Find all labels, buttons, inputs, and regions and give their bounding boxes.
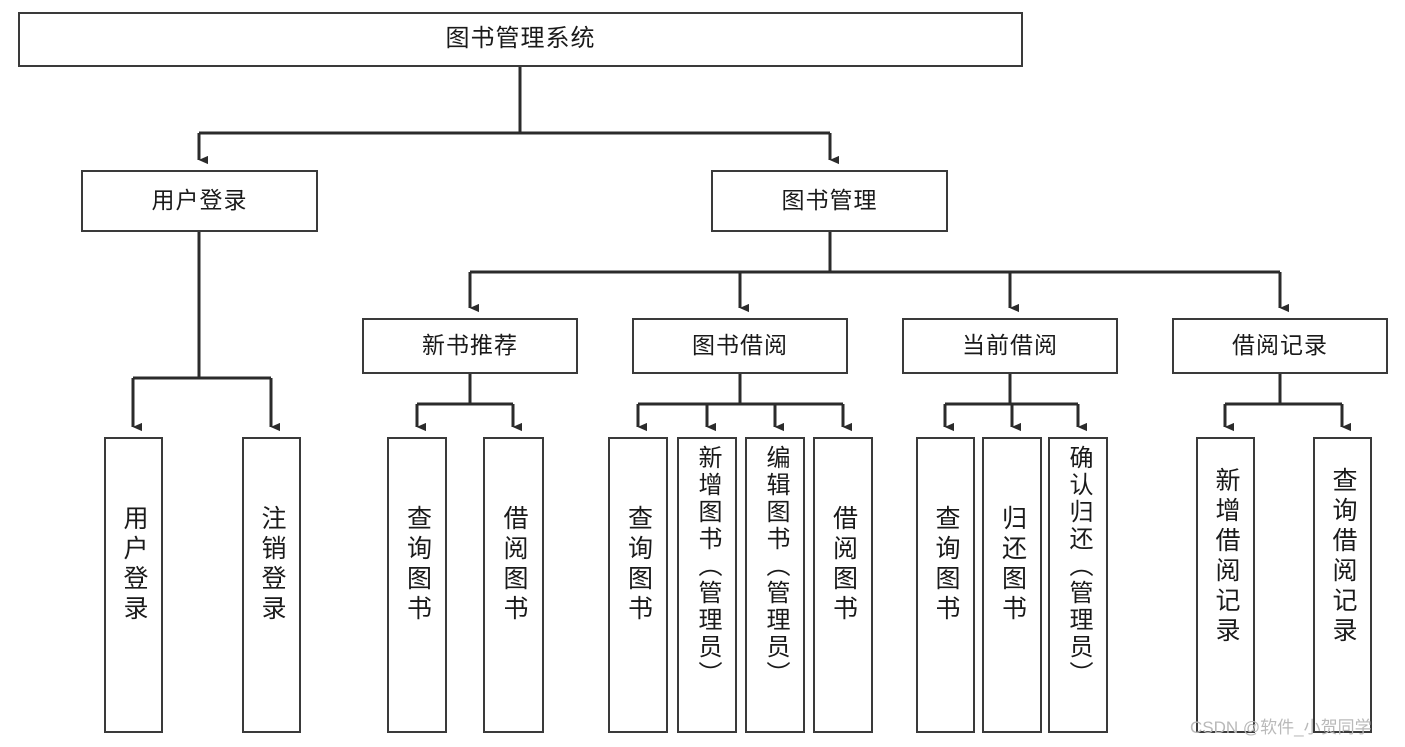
node-label: 查询图书 xyxy=(403,505,432,625)
node-label: 借阅图书 xyxy=(829,505,858,625)
node-book-management[interactable]: 图书管理 xyxy=(711,170,948,232)
leaf-query-book-recommend[interactable]: 查询图书 xyxy=(387,437,447,733)
node-label: 当前借阅 xyxy=(962,332,1058,359)
node-label: 确认归还（管理员） xyxy=(1065,445,1092,688)
node-label: 用户登录 xyxy=(120,505,148,625)
node-borrowing-record[interactable]: 借阅记录 xyxy=(1172,318,1388,374)
csdn-watermark: CSDN @软件_小贺同学 xyxy=(1190,718,1372,737)
leaf-confirm-return-admin[interactable]: 确认归还（管理员） xyxy=(1048,437,1108,733)
node-label: 图书管理 xyxy=(781,187,878,214)
leaf-query-book-current[interactable]: 查询图书 xyxy=(916,437,975,733)
node-label: 图书借阅 xyxy=(692,332,788,359)
node-label: 查询借阅记录 xyxy=(1329,467,1357,647)
node-label: 注销登录 xyxy=(258,505,286,625)
node-label: 新增借阅记录 xyxy=(1212,467,1240,647)
node-label: 查询图书 xyxy=(932,505,960,625)
leaf-query-book-borrow[interactable]: 查询图书 xyxy=(608,437,668,733)
node-user-login[interactable]: 用户登录 xyxy=(81,170,318,232)
node-label: 新书推荐 xyxy=(422,332,518,359)
node-label: 用户登录 xyxy=(151,187,248,214)
node-label: 借阅图书 xyxy=(500,505,528,625)
node-current-borrowing[interactable]: 当前借阅 xyxy=(902,318,1118,374)
leaf-query-borrow-record[interactable]: 查询借阅记录 xyxy=(1313,437,1372,733)
leaf-edit-book-admin[interactable]: 编辑图书（管理员） xyxy=(745,437,805,733)
node-label: 编辑图书（管理员） xyxy=(762,445,789,688)
node-label: 借阅记录 xyxy=(1232,332,1328,359)
leaf-borrow-book[interactable]: 借阅图书 xyxy=(813,437,873,733)
leaf-return-book[interactable]: 归还图书 xyxy=(982,437,1042,733)
leaf-add-borrow-record[interactable]: 新增借阅记录 xyxy=(1196,437,1255,733)
node-label: 图书管理系统 xyxy=(445,25,596,53)
node-new-book-recommendation[interactable]: 新书推荐 xyxy=(362,318,578,374)
node-label: 归还图书 xyxy=(998,505,1027,625)
node-label: 查询图书 xyxy=(624,505,653,625)
node-root-book-management-system[interactable]: 图书管理系统 xyxy=(18,12,1023,67)
leaf-borrow-book-recommend[interactable]: 借阅图书 xyxy=(483,437,544,733)
node-label: 新增图书（管理员） xyxy=(694,445,721,688)
leaf-logout[interactable]: 注销登录 xyxy=(242,437,301,733)
node-book-borrowing[interactable]: 图书借阅 xyxy=(632,318,848,374)
leaf-add-book-admin[interactable]: 新增图书（管理员） xyxy=(677,437,737,733)
leaf-user-login[interactable]: 用户登录 xyxy=(104,437,163,733)
